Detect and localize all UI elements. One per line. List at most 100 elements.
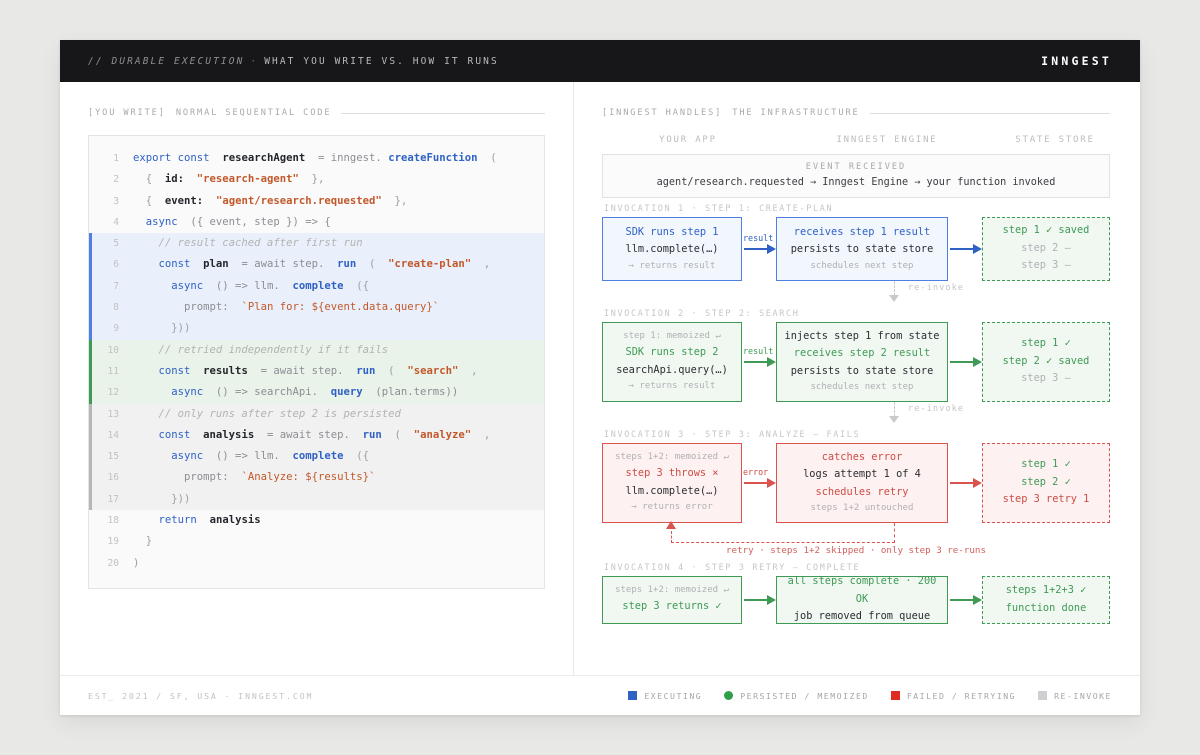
line-text: export const researchAgent = inngest. cr…: [133, 148, 497, 168]
arrow-gap: result: [742, 322, 776, 402]
line-text: const plan = await step. run ( "create-p…: [133, 254, 491, 274]
code-token: =: [247, 364, 274, 377]
box-line: schedules next step: [810, 260, 914, 271]
code-token: await: [273, 364, 306, 377]
box-line: catches error: [821, 450, 903, 463]
flow-arrow: [742, 595, 776, 605]
lane-headers: YOUR APP INNGEST ENGINE STATE STORE: [602, 135, 1110, 145]
code-token: ,: [471, 258, 491, 271]
retry-loop: retry · steps 1+2 skipped · only step 3 …: [602, 521, 1110, 557]
left-section-title: NORMAL SEQUENTIAL CODE: [175, 108, 332, 118]
box-line: logs attempt 1 of 4: [803, 468, 921, 481]
line-number: 1: [113, 153, 119, 164]
code-token: inngest.: [330, 152, 382, 164]
code-line: 6 const plan = await step. run ( "create…: [89, 254, 544, 276]
code-token: })): [133, 322, 191, 335]
line-text: prompt: `Analyze: ${results}`: [133, 467, 375, 487]
line-text: { id: "research-agent" },: [133, 169, 325, 189]
line-number: 5: [113, 238, 119, 250]
box-line: steps 1+2 untouched: [810, 503, 914, 514]
line-text: }: [133, 531, 152, 551]
header-title-group: // DURABLE EXECUTION·WHAT YOU WRITE VS. …: [88, 56, 499, 67]
code-block[interactable]: 1 export const researchAgent = inngest. c…: [88, 135, 545, 589]
code-token: step.: [305, 364, 344, 377]
re-invoke-connector: re-invoke: [602, 281, 1110, 303]
re-invoke-line: [894, 281, 895, 296]
state-store-box: step 1 ✓step 2 ✓step 3 retry 1: [982, 443, 1110, 523]
flow-arrow: [742, 244, 776, 254]
re-invoke-arrowhead: [889, 295, 899, 302]
code-token: },: [381, 194, 408, 207]
invocation-row: steps 1+2: memoized ↵step 3 returns ✓all…: [602, 575, 1110, 624]
your-app-box: steps 1+2: memoized ↵step 3 throws ×llm.…: [602, 443, 742, 523]
code-token: (: [375, 364, 408, 377]
line-number: 6: [113, 259, 119, 271]
retry-arrowhead: [666, 521, 676, 529]
lane-header-inngest-engine: INNGEST ENGINE: [836, 135, 938, 145]
state-row: step 1 ✓ saved: [1002, 224, 1090, 237]
lane-header-your-app: YOUR APP: [659, 135, 717, 145]
code-token: ({: [343, 279, 370, 292]
code-token: [133, 216, 146, 228]
right-section-title: THE INFRASTRUCTURE: [732, 108, 860, 118]
code-token: (plan.terms)): [362, 386, 459, 399]
flow-arrow: [948, 357, 982, 367]
line-text: async () => llm. complete ({: [133, 446, 369, 466]
code-token: createFunction: [388, 152, 478, 164]
box-line: steps 1+2: memoized ↵: [615, 452, 729, 462]
event-subtitle: agent/research.requested → Inngest Engin…: [656, 177, 1056, 188]
code-token: researchAgent: [222, 152, 306, 164]
line-number: 12: [107, 387, 119, 399]
code-token: prompt:: [133, 301, 229, 314]
code-token: [203, 195, 216, 207]
arrow-gap: [948, 322, 982, 402]
code-token: run: [356, 364, 376, 377]
box-line: receives step 2 result: [793, 347, 931, 360]
code-token: const: [158, 258, 191, 271]
code-token: =: [305, 152, 331, 164]
re-invoke-label: re-invoke: [908, 403, 965, 413]
code-line: 15 async () => llm. complete ({: [89, 446, 544, 468]
line-text: prompt: `Plan for: ${event.data.query}`: [133, 297, 439, 317]
code-token: [280, 450, 293, 462]
legend-item: FAILED / RETRYING: [890, 691, 1016, 701]
code-token: async: [171, 386, 204, 399]
line-text: // retried independently if it fails: [133, 340, 389, 360]
code-token: `Plan for: ${event.data.query}`: [241, 301, 440, 314]
code-token: async: [171, 279, 204, 292]
state-row: step 2 ✓: [1021, 475, 1071, 488]
code-token: [190, 365, 203, 377]
main-card: // DURABLE EXECUTION·WHAT YOU WRITE VS. …: [60, 40, 1140, 715]
arrow-gap: [948, 217, 982, 281]
your-app-box: steps 1+2: memoized ↵step 3 returns ✓: [602, 576, 742, 624]
line-number: 13: [107, 408, 119, 420]
code-line: 16 prompt: `Analyze: ${results}`: [89, 467, 544, 489]
line-text: async ({ event, step }) => {: [133, 212, 331, 232]
app-footer: EST_ 2021 / SF, USA · INNGEST.COM EXECUT…: [60, 675, 1140, 715]
lane-header-state-store: STATE STORE: [1015, 135, 1095, 145]
line-text: // result cached after first run: [133, 233, 363, 253]
box-line: steps 1+2: memoized ↵: [615, 585, 729, 596]
line-text: const results = await step. run ( "searc…: [133, 361, 478, 381]
code-token: plan: [203, 258, 229, 271]
code-token: (: [381, 428, 414, 441]
code-token: ,: [471, 428, 491, 441]
box-line: schedules next step: [810, 382, 914, 393]
code-token: [133, 280, 171, 292]
line-number: 3: [113, 195, 119, 207]
line-number: 9: [113, 323, 119, 335]
code-line: 7 async () => llm. complete ({: [89, 275, 544, 298]
code-token: analysis: [203, 428, 255, 441]
state-row: steps 1+2+3 ✓: [1005, 584, 1087, 596]
code-token: [133, 514, 159, 526]
line-text: // only runs after step 2 is persisted: [133, 404, 401, 424]
box-line: job removed from queue: [793, 610, 931, 623]
code-token: () =>: [203, 279, 255, 292]
left-section-tag: [YOU WRITE]: [88, 108, 166, 118]
box-line: → returns result: [628, 381, 716, 391]
